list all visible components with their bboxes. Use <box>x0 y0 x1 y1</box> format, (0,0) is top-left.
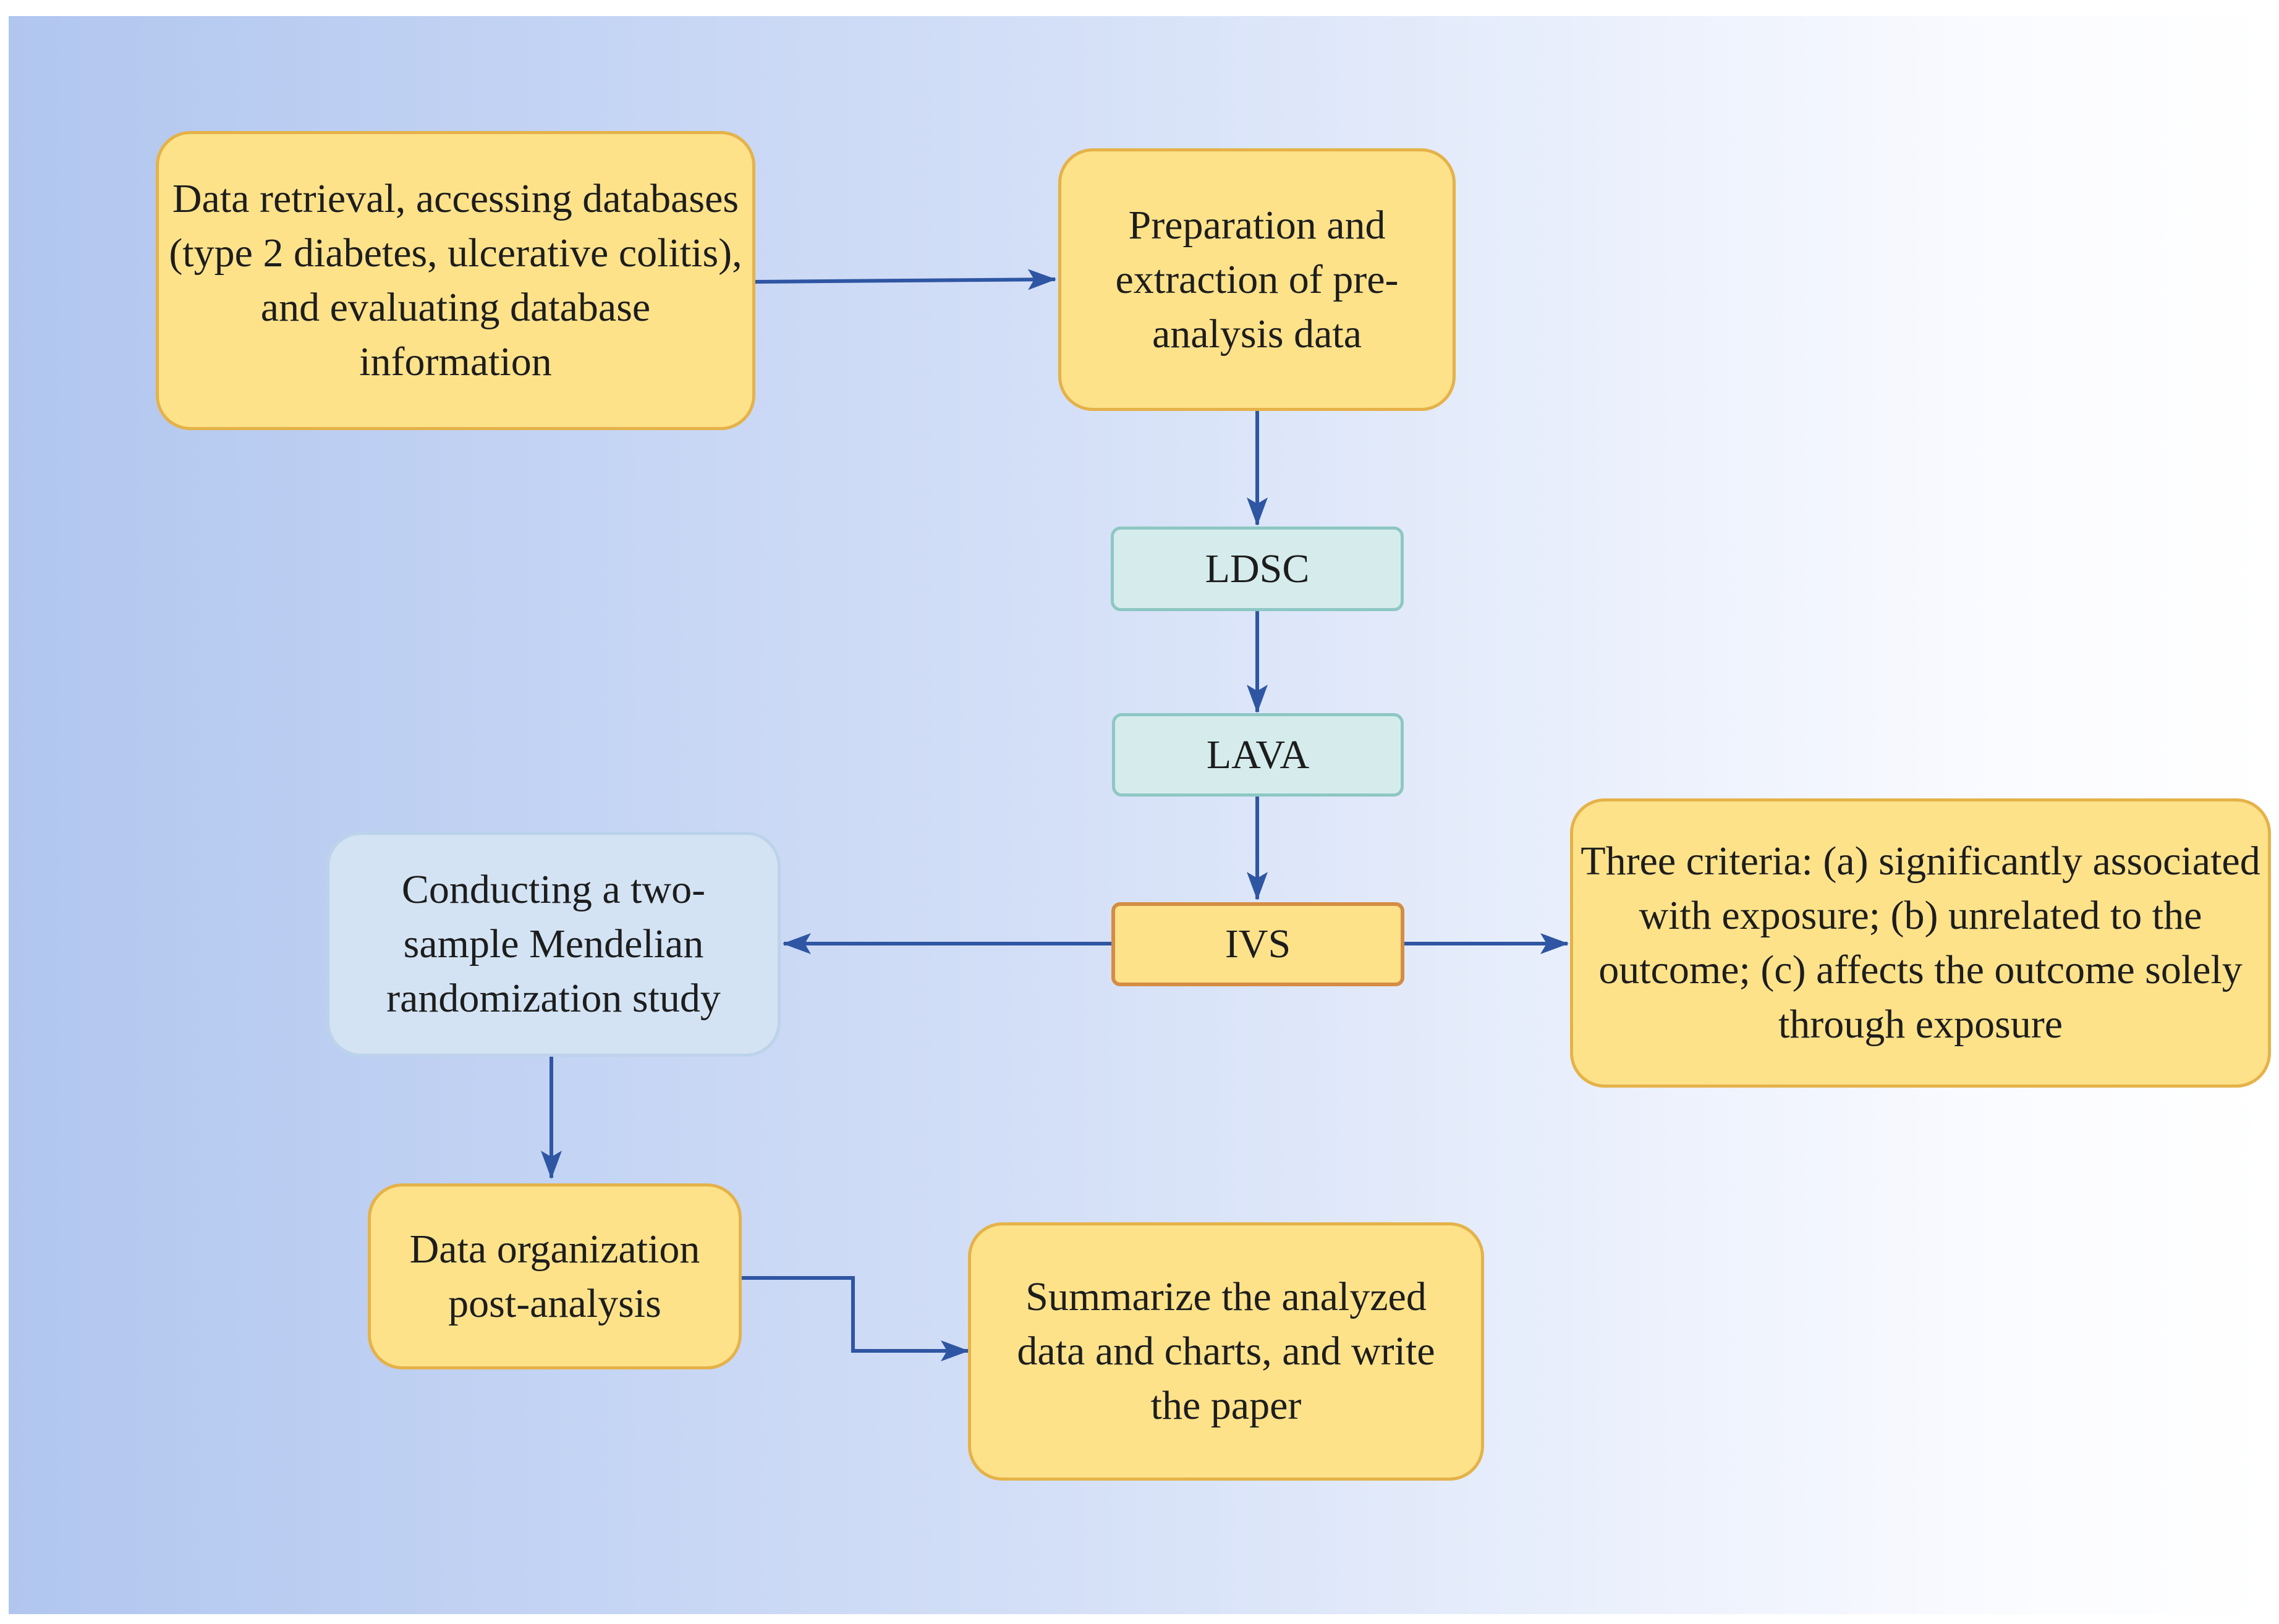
ldsc-text: LDSC <box>1205 546 1310 591</box>
mendelian-text: Conducting a two-sample Mendelian random… <box>386 867 721 1021</box>
ivs-text: IVS <box>1224 921 1291 966</box>
criteria-text: Three criteria: (a) significantly associ… <box>1581 839 2260 1047</box>
arrow-organization-to-summarize <box>742 1276 969 1361</box>
lava-text: LAVA <box>1206 732 1310 777</box>
preparation-text: Preparation and extraction of pre-analys… <box>1115 202 1399 357</box>
data-retrieval-box: Data retrieval, accessing databases (typ… <box>156 131 755 430</box>
data-retrieval-text: Data retrieval, accessing databases (typ… <box>169 176 742 384</box>
organization-text: Data organization post-analysis <box>409 1226 700 1326</box>
criteria-box: Three criteria: (a) significantly associ… <box>1570 798 2271 1088</box>
summarize-box: Summarize the analyzed data and charts, … <box>968 1222 1484 1481</box>
summarize-text: Summarize the analyzed data and charts, … <box>1017 1274 1435 1428</box>
lava-box: LAVA <box>1112 713 1404 797</box>
ldsc-box: LDSC <box>1111 527 1404 611</box>
organization-box: Data organization post-analysis <box>368 1183 742 1369</box>
arrow-retrieval-to-preparation <box>755 269 1056 290</box>
ivs-box: IVS <box>1111 902 1404 986</box>
mendelian-box: Conducting a two-sample Mendelian random… <box>326 832 781 1057</box>
preparation-box: Preparation and extraction of pre-analys… <box>1058 148 1456 411</box>
